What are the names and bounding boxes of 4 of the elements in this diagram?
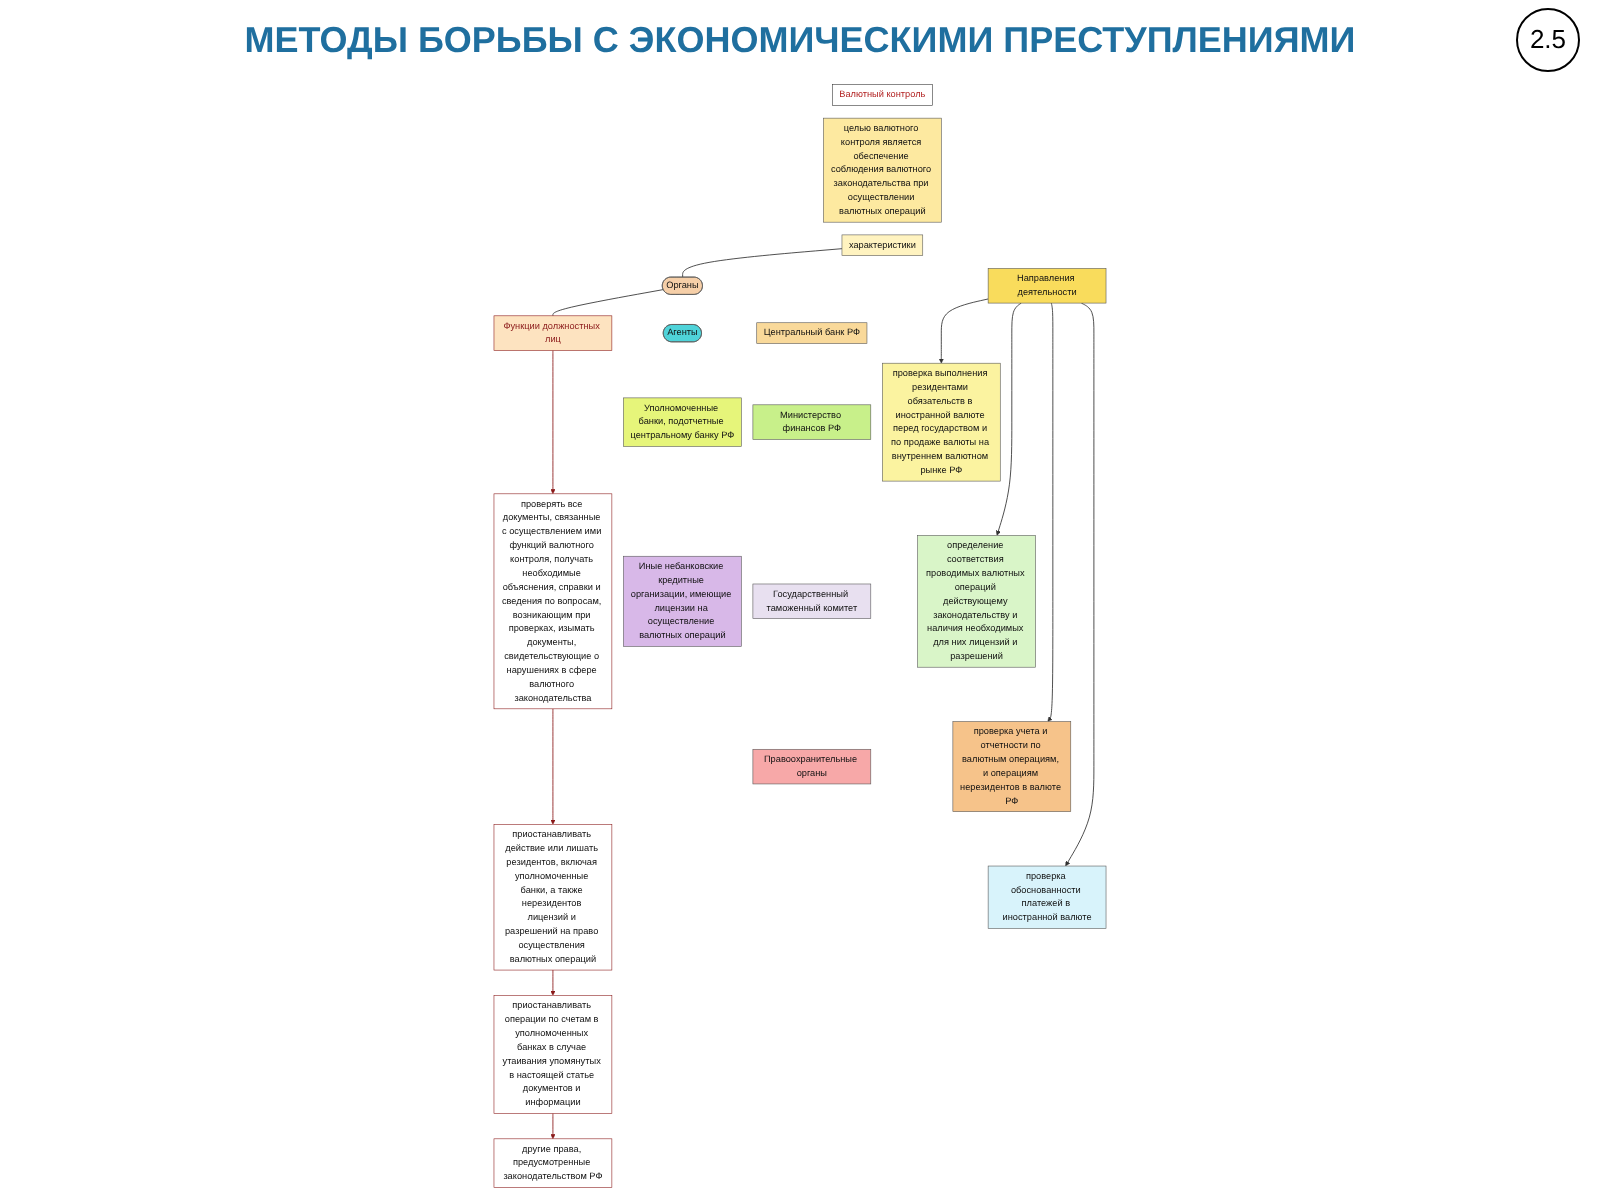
page-number: 2.5: [1516, 8, 1580, 72]
title: МЕТОДЫ БОРЬБЫ С ЭКОНОМИЧЕСКИМИ ПРЕСТУПЛЕНИЯМИ: [244, 19, 1356, 61]
connector: [682, 248, 843, 278]
connector: [552, 289, 664, 317]
